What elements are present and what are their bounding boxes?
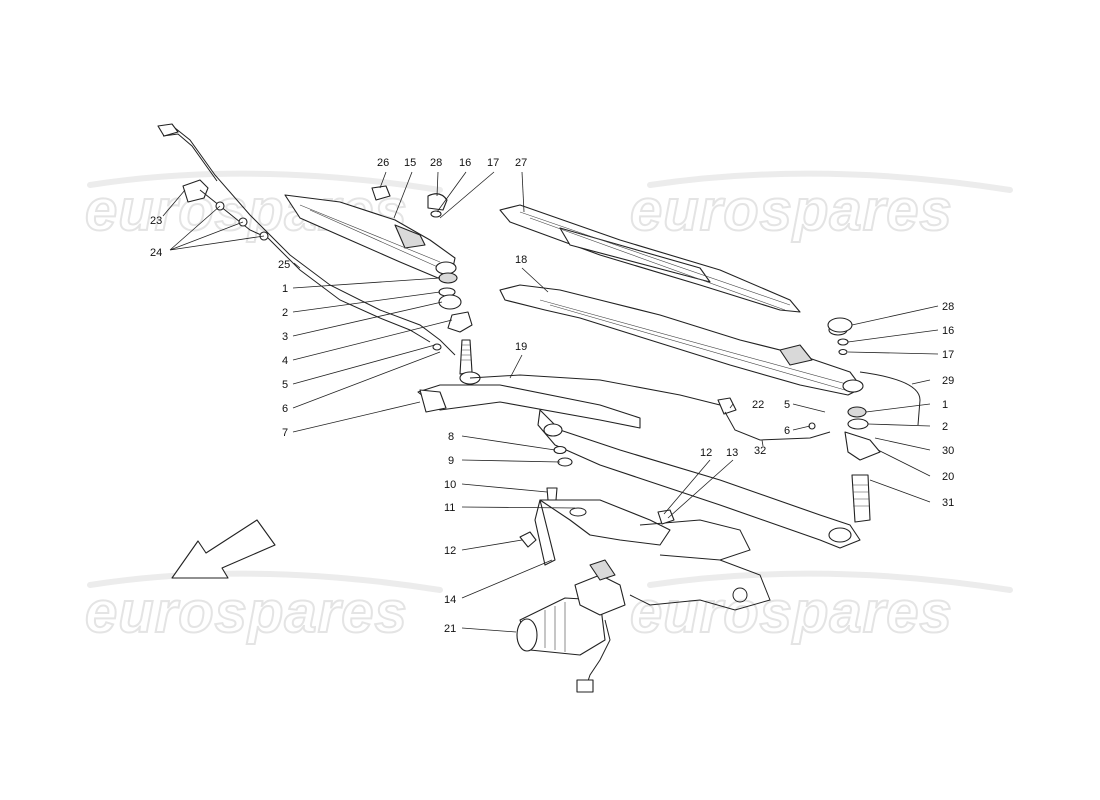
washer-hose-19-32	[469, 374, 831, 441]
leader-lines	[162, 171, 939, 633]
callout-16-left: 16	[459, 157, 471, 169]
callout-28-left: 28	[430, 157, 442, 169]
small-parts-9-13	[519, 445, 675, 548]
callout-5-left: 5	[282, 379, 288, 391]
callout-6-left: 6	[282, 403, 288, 415]
callout-labels: 23 24 25 1 2 3 4 5 6 7 8 9 10 11 12 12 1…	[150, 157, 954, 635]
callout-13: 13	[726, 447, 738, 459]
callout-21: 21	[444, 623, 456, 635]
callout-28-right: 28	[942, 301, 954, 313]
callout-12-lower: 12	[444, 545, 456, 557]
callout-14: 14	[444, 594, 456, 606]
watermark-bottom-right: eurospares	[630, 580, 953, 645]
callout-2-left: 2	[282, 307, 288, 319]
callout-27: 27	[515, 157, 527, 169]
motor-bracket-14	[534, 499, 771, 611]
wiper-motor-21	[516, 559, 626, 693]
callout-7: 7	[282, 427, 288, 439]
callout-1-left: 1	[282, 283, 288, 295]
callout-12-upper: 12	[700, 447, 712, 459]
callout-18: 18	[515, 254, 527, 266]
callout-17-right: 17	[942, 349, 954, 361]
callout-20: 20	[942, 471, 954, 483]
callout-23: 23	[150, 215, 162, 227]
left-spindle-stack	[432, 272, 473, 375]
callout-10: 10	[444, 479, 456, 491]
callout-22: 22	[752, 399, 764, 411]
callout-6-right: 6	[784, 425, 790, 437]
direction-arrow	[171, 519, 276, 579]
callout-19: 19	[515, 341, 527, 353]
callout-1-right: 1	[942, 399, 948, 411]
callout-30: 30	[942, 445, 954, 457]
callout-2-right: 2	[942, 421, 948, 433]
watermark-bottom-left: eurospares	[85, 580, 408, 645]
watermark-top-right: eurospares	[630, 178, 953, 243]
wiper-arm-right-18	[499, 284, 921, 426]
callout-17-left: 17	[487, 157, 499, 169]
callout-11: 11	[444, 502, 455, 514]
callout-31: 31	[942, 497, 954, 509]
callout-16-right: 16	[942, 325, 954, 337]
washer-hose-left	[157, 123, 456, 356]
callout-32: 32	[754, 445, 766, 457]
callout-9: 9	[448, 455, 454, 467]
callout-25: 25	[278, 259, 290, 271]
right-spindle-stack	[828, 324, 881, 523]
callout-15: 15	[404, 157, 416, 169]
caps-top	[371, 185, 853, 333]
callout-5-right: 5	[784, 399, 790, 411]
callout-3: 3	[282, 331, 288, 343]
wiper-arm-left-15	[284, 194, 457, 279]
wiper-blade-27	[499, 204, 801, 313]
callout-4: 4	[282, 355, 288, 367]
callout-24: 24	[150, 247, 162, 259]
callout-29: 29	[942, 375, 954, 387]
callout-26: 26	[377, 157, 389, 169]
callout-8: 8	[448, 431, 454, 443]
